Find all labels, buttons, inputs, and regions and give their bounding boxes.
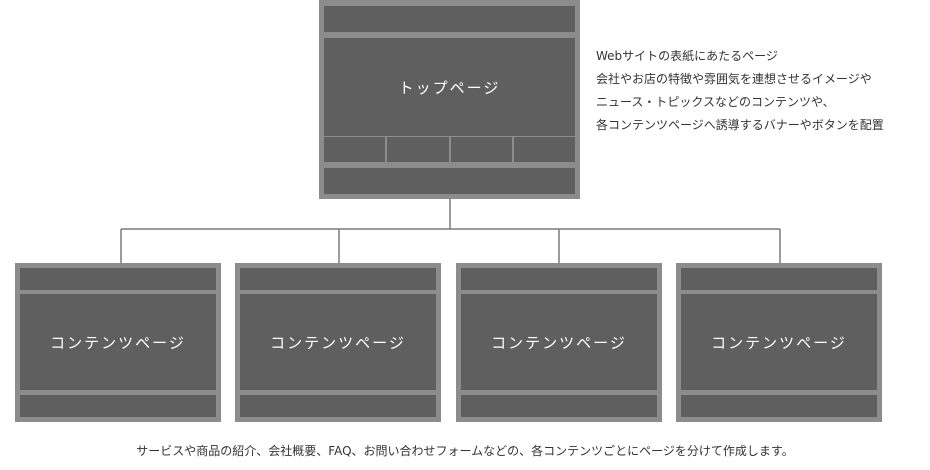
- top-page-label: トップページ: [398, 78, 501, 97]
- content-page-wireframe-2: コンテンツページ: [235, 263, 441, 422]
- content-page-footer-block: [681, 395, 877, 417]
- top-page-wireframe: トップページ: [319, 0, 580, 199]
- description-line: Webサイトの表紙にあたるページ: [596, 49, 778, 63]
- top-page-nav-cell: [513, 137, 575, 162]
- top-page-description: Webサイトの表紙にあたるページ 会社やお店の特徴や雰囲気を連想させるイメージや…: [596, 45, 926, 137]
- description-line: 会社やお店の特徴や雰囲気を連想させるイメージや: [596, 72, 872, 86]
- content-page-footer-block: [20, 395, 216, 417]
- top-page-footer-block: [324, 168, 575, 194]
- content-page-main-block: コンテンツページ: [681, 294, 877, 390]
- content-page-wireframe-3: コンテンツページ: [456, 263, 662, 422]
- content-page-wireframe-1: コンテンツページ: [15, 263, 221, 422]
- description-line: ニュース・トピックスなどのコンテンツや、: [596, 95, 835, 109]
- top-page-header-block: [324, 6, 575, 32]
- content-page-main-block: コンテンツページ: [20, 294, 216, 390]
- content-page-label: コンテンツページ: [270, 333, 406, 352]
- content-page-header-block: [681, 268, 877, 290]
- content-page-main-block: コンテンツページ: [240, 294, 436, 390]
- content-page-label: コンテンツページ: [711, 333, 847, 352]
- content-page-label: コンテンツページ: [491, 333, 627, 352]
- content-page-header-block: [20, 268, 216, 290]
- top-page-nav-cell: [387, 137, 449, 162]
- content-page-label: コンテンツページ: [50, 333, 186, 352]
- content-page-wireframe-4: コンテンツページ: [676, 263, 882, 422]
- content-page-footer-block: [240, 395, 436, 417]
- top-page-nav-cell: [450, 137, 512, 162]
- top-page-main-block: トップページ: [324, 38, 575, 136]
- footer-note: サービスや商品の紹介、会社概要、FAQ、お問い合わせフォームなどの、各コンテンツ…: [136, 444, 794, 458]
- content-page-footer-block: [461, 395, 657, 417]
- content-page-header-block: [240, 268, 436, 290]
- description-line: 各コンテンツページへ誘導するバナーやボタンを配置: [596, 118, 884, 132]
- content-page-main-block: コンテンツページ: [461, 294, 657, 390]
- top-page-nav-row: [324, 137, 575, 162]
- top-page-nav-cell: [324, 137, 386, 162]
- content-page-header-block: [461, 268, 657, 290]
